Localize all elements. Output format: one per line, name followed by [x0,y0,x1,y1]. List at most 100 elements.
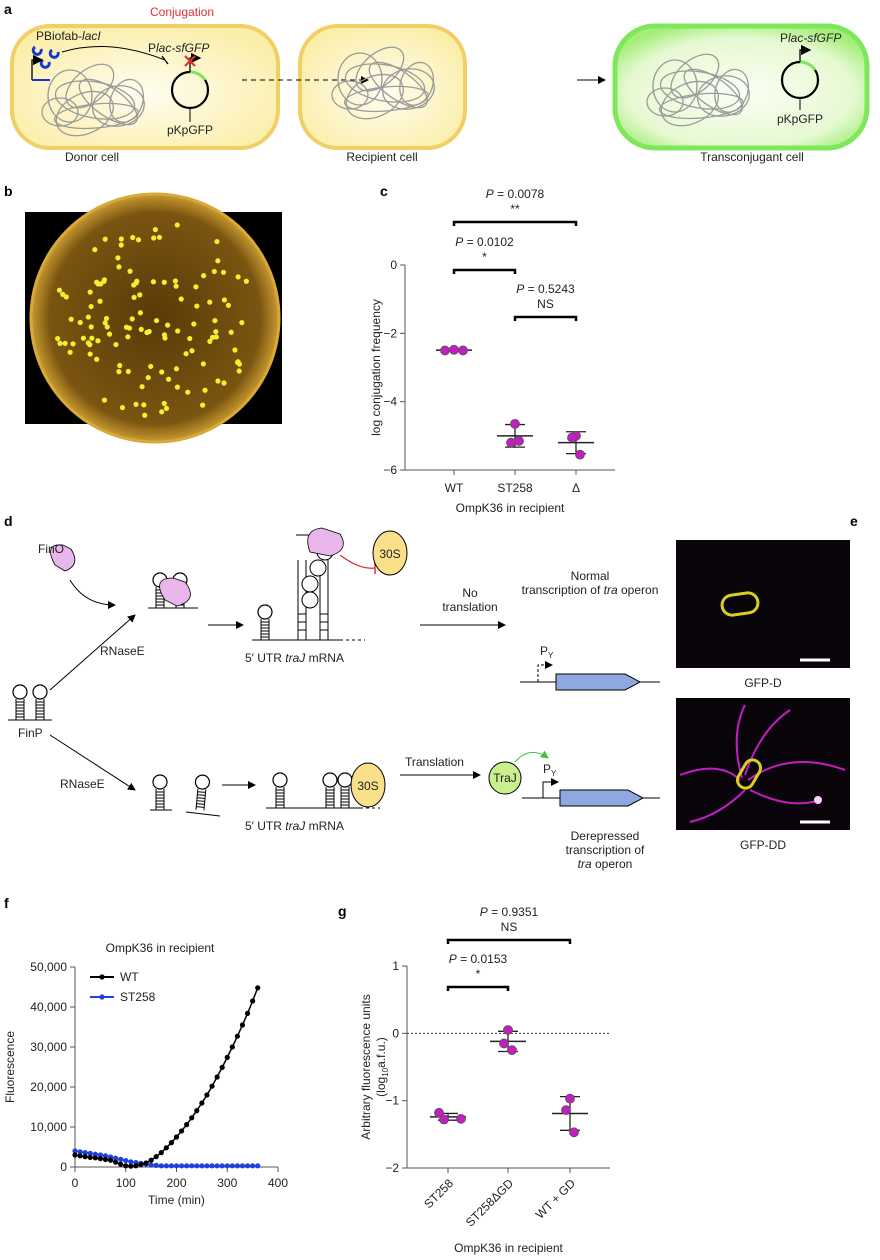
colony [213,334,219,340]
data-point [77,1153,83,1159]
plasmid-label: pKpGFP [167,123,213,137]
ribosome-label: 30S [379,547,400,561]
colony [116,264,122,270]
panel-label-b: b [4,183,13,199]
colony [125,334,131,340]
microscopy-gfp-d [676,540,850,668]
panel-label-g: g [338,903,347,919]
significance-bracket [446,938,572,944]
y-tick-label: −2 [383,326,397,340]
inhibition-line [339,554,376,569]
p-symbol: P [480,905,488,919]
colony [142,412,148,418]
data-point [87,1154,93,1160]
colony [150,279,157,285]
colony [133,401,139,407]
data-point [118,1161,124,1167]
data-point [255,1163,261,1169]
x-tick-label: ST258 [497,481,533,495]
traj-label: TraJ [493,771,517,785]
colony [68,316,74,322]
data-point [219,1064,225,1070]
data-point [199,1163,205,1169]
x-tick-label: ST258ΔGD [463,1176,517,1230]
significance-bracket [452,268,517,274]
panel-a: a Conjugation PBiofab-lacI Plac-sfGFP pK… [4,1,870,164]
promoter-arrow-icon [189,52,202,72]
ribosome-30s [350,762,386,808]
colony [243,278,249,284]
x-axis-label: Time (min) [148,1193,205,1207]
colony [77,319,83,326]
colony [62,340,68,346]
colony [101,278,107,284]
colony [209,334,216,340]
colony [137,310,143,316]
data-point [153,1154,159,1160]
bacterium-cell [720,591,760,617]
panel-d: d FinP FinO RNaseE RNaseE 30S 5′ UTR [4,513,660,871]
data-point [506,437,516,448]
activation-arrow [514,750,549,763]
colony [207,338,213,344]
colony [153,317,160,324]
finp-hairpin [32,684,48,721]
p-value-label: P = 0.5243 [516,282,575,296]
panel-label-a: a [4,1,12,17]
colony [94,279,100,285]
sfgfp-gene [189,70,207,81]
colony [88,324,94,330]
colony [116,369,122,375]
colony [235,359,241,365]
data-point [219,1163,225,1169]
data-point [234,1163,240,1169]
colony [87,342,93,348]
colony [125,368,131,375]
y-tick-label: 40,000 [30,1000,67,1014]
colony [173,283,179,289]
data-point [184,1122,190,1128]
colony [207,299,213,305]
data-point [92,1151,98,1157]
data-point [97,1156,103,1162]
legend-marker [99,994,105,1000]
donor-cell [10,24,280,150]
arrow-up [49,614,136,691]
colony [60,291,66,297]
data-point [209,1083,215,1089]
data-point [458,345,468,356]
data-point [82,1150,88,1156]
colony [106,331,113,337]
fino-protein [159,577,191,607]
fino-protein [307,527,344,557]
gfp-d-label: GFP-D [744,676,782,690]
colony [118,236,124,242]
colony [119,404,126,411]
data-point [158,1163,164,1169]
colony [194,303,200,309]
data-point [561,1105,571,1115]
colony [185,389,191,395]
colony [228,329,234,335]
data-point [189,1163,195,1169]
colony [67,349,73,355]
fino-protein [50,544,76,572]
colony [102,320,108,326]
py-label-2: PY [543,762,557,778]
data-point [239,1022,246,1028]
data-point [97,1152,103,1158]
gfp-colonies [55,222,249,418]
data-point [123,1163,129,1169]
colony [189,348,195,354]
data-point [92,1155,98,1161]
colony [165,322,171,328]
colony [174,222,180,228]
colony [131,294,137,300]
data-point [224,1054,230,1060]
blocked-x-icon [184,55,196,67]
y-tick-label: −1 [385,1094,399,1108]
data-point [224,1163,230,1169]
